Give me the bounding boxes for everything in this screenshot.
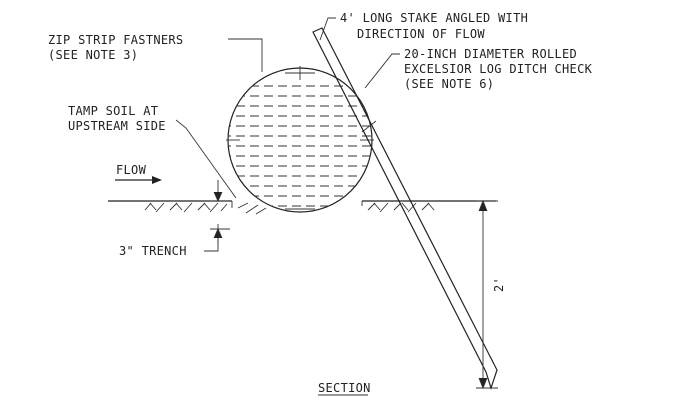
stake-leader: [319, 17, 336, 41]
tamp-label-line1: TAMP SOIL AT: [68, 104, 158, 118]
flow-label: FLOW: [116, 163, 147, 177]
fasteners-leader: [228, 38, 263, 72]
stake-label-line2: DIRECTION OF FLOW: [357, 27, 485, 41]
log-label-line3: (SEE NOTE 6): [404, 77, 494, 91]
excelsior-log: [226, 66, 377, 213]
tamp-leader: [175, 119, 237, 199]
section-title: SECTION: [318, 381, 371, 395]
trench-dimension: [210, 180, 230, 246]
log-leader: [364, 53, 400, 89]
soil-hatching: [144, 202, 435, 215]
log-label-line2: EXCELSIOR LOG DITCH CHECK: [404, 62, 593, 76]
flow-arrow: [115, 176, 162, 184]
wooden-stake: [312, 27, 498, 390]
fasteners-label-line1: ZIP STRIP FASTNERS: [48, 33, 183, 47]
ground-surface: [108, 200, 496, 208]
depth-dimension: [476, 199, 498, 390]
log-label-line1: 20-INCH DIAMETER ROLLED: [404, 47, 577, 61]
tamp-label-line2: UPSTREAM SIDE: [68, 119, 166, 133]
depth-label: 2': [492, 277, 506, 292]
trench-label: 3" TRENCH: [119, 244, 187, 258]
stake-label-line1: 4' LONG STAKE ANGLED WITH: [340, 11, 528, 25]
fasteners-label-line2: (SEE NOTE 3): [48, 48, 138, 62]
